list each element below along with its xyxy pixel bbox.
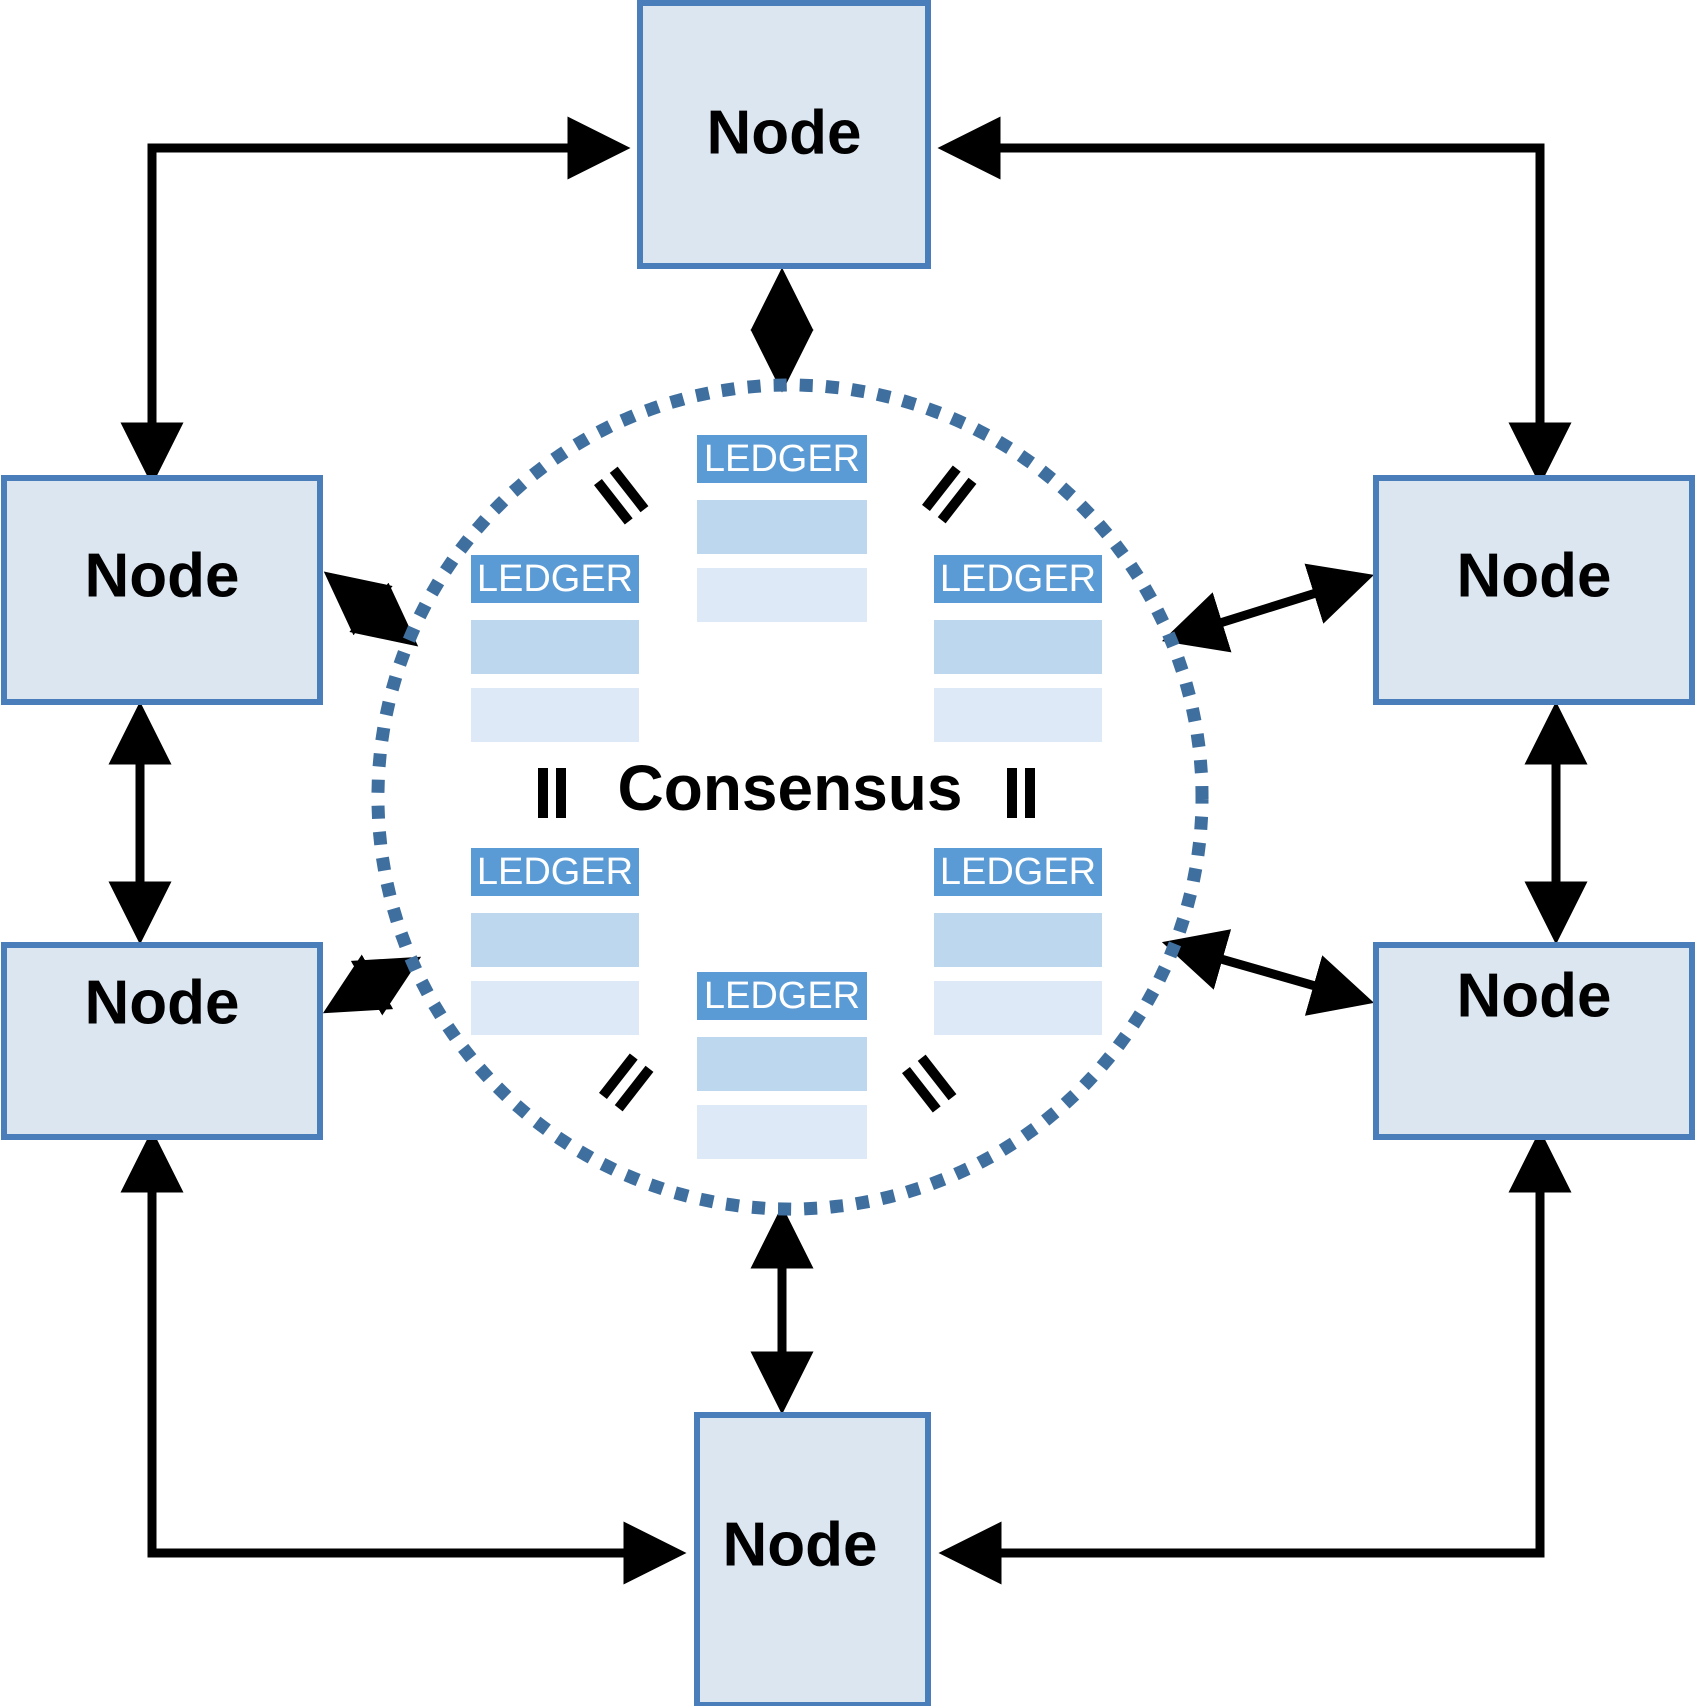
ledger-lower-left[interactable]: LEDGER [471,848,639,1035]
node-right-bottom-box[interactable] [1373,942,1695,1140]
consensus-label: Consensus [618,752,963,824]
equals-upper-left-icon [594,466,649,525]
equals-lower-left-icon [599,1053,654,1112]
conn-left-bottom-to-circle [322,954,422,1016]
node-right-top-box[interactable] [1373,475,1695,705]
node-bottom-box[interactable] [694,1412,931,1706]
ledger-bottom-row-1 [697,1037,867,1091]
ledger-top-row-2 [697,568,867,622]
ledger-upper-right[interactable]: LEDGER [934,555,1102,742]
ledger-upper-right-header [934,555,1102,603]
ledger-lower-right-row-1 [934,913,1102,967]
node-top-label: Node [707,98,862,167]
node-bottom-label: Node [723,1510,878,1579]
conn-left-top-to-circle [323,571,419,647]
consensus-circle [371,378,1209,1216]
equals-marks-layer [538,465,1035,1113]
ledger-bottom-row-2 [697,1105,867,1159]
conn-left-top-to-top [120,116,631,486]
ledger-bottom[interactable]: LEDGER [697,972,867,1159]
ledger-upper-right-label: LEDGER [940,558,1096,600]
ledger-lower-left-row-2 [471,981,639,1035]
connections-layer [108,116,1588,1585]
ledger-lower-right-label: LEDGER [940,851,1096,893]
node-right-top-label: Node [1457,541,1612,610]
conn-right-top-to-top [937,116,1572,486]
ledger-top-label: LEDGER [704,438,860,480]
equals-mid-left-icon [538,768,566,818]
ledger-lower-right[interactable]: LEDGER [934,848,1102,1035]
conn-right-bottom-to-bottom [938,1129,1572,1585]
ledger-top[interactable]: LEDGER [697,435,867,622]
ledger-bottom-header [697,972,867,1020]
ledger-bottom-label: LEDGER [704,975,860,1017]
ledger-upper-left-label: LEDGER [477,558,633,600]
equals-mid-right-icon [1007,768,1035,818]
conn-left-bottom-to-bottom [120,1129,687,1585]
node-left-bottom-box[interactable] [1,942,323,1140]
node-left-bottom-label: Node [85,968,240,1037]
ledger-upper-left-header [471,555,639,603]
equals-upper-right-icon [922,465,977,524]
ledgers-layer: LEDGER LEDGER LEDGER LEDGER [471,435,1102,1159]
node-left-top-label: Node [85,541,240,610]
node-right-bottom-label: Node [1457,961,1612,1030]
ledger-upper-right-row-2 [934,688,1102,742]
node-left-top-box[interactable] [1,475,323,705]
ledger-lower-right-header [934,848,1102,896]
node-right-bottom[interactable]: Node [1373,942,1695,1140]
ledger-lower-left-label: LEDGER [477,851,633,893]
ledger-upper-left-row-2 [471,688,639,742]
ledger-upper-left-row-1 [471,620,639,674]
conn-right-bottom-to-circle [1161,929,1375,1016]
node-bottom[interactable]: Node [694,1412,931,1706]
node-right-top[interactable]: Node [1373,475,1695,705]
ledger-upper-left[interactable]: LEDGER [471,555,639,742]
node-top[interactable]: Node [637,0,931,269]
node-left-top[interactable]: Node [1,475,323,705]
ledger-lower-left-row-1 [471,913,639,967]
equals-lower-right-icon [902,1054,957,1113]
ledger-upper-right-row-1 [934,620,1102,674]
conn-right-top-to-circle [1161,563,1375,653]
node-top-box[interactable] [637,0,931,269]
ledger-top-header [697,435,867,483]
ledger-lower-right-row-2 [934,981,1102,1035]
ledger-lower-left-header [471,848,639,896]
ledger-top-row-1 [697,500,867,554]
node-left-bottom[interactable]: Node [1,942,323,1140]
